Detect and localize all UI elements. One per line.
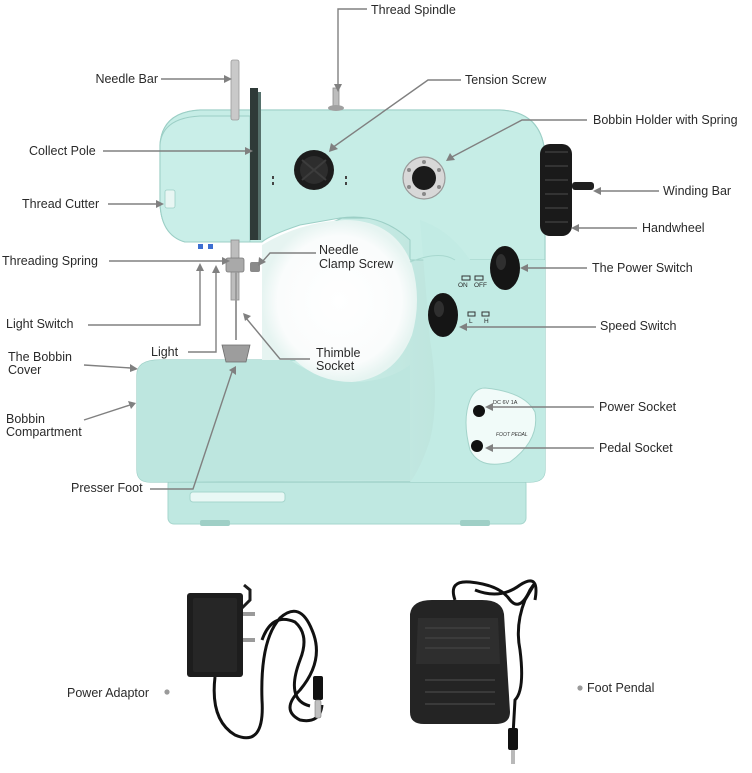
label-bobbin-compartment-line1: Bobbin [6,412,45,426]
label-power-adaptor: Power Adaptor [67,686,149,700]
thread-spindle [328,87,344,111]
foot-pedal-marking: FOOT PEDAL [496,432,528,438]
needle-assembly [198,59,260,363]
label-light: Light [151,345,179,359]
high-speed-marking: H [484,318,489,325]
label-winding-bar: Winding Bar [663,184,732,198]
label-bobbin-holder: Bobbin Holder with Spring [593,113,738,127]
label-collect-pole: Collect Pole [29,144,96,158]
dc-rating-marking: DC 6V 1A [493,400,518,406]
label-presser-foot: Presser Foot [71,481,143,495]
tension-knob [294,150,334,190]
label-threading-spring: Threading Spring [2,254,98,268]
handwheel [540,144,594,236]
power-switch-knob [490,246,520,290]
off-marking: OFF [474,282,487,289]
label-thimble-socket-line2: Socket [316,359,355,373]
machine-body [136,88,546,526]
label-power-switch: The Power Switch [592,261,693,275]
low-speed-marking: L [469,318,473,325]
on-marking: ON [458,282,468,289]
label-bobbin-cover-line2: Cover [8,363,42,377]
foot-pedal-image [410,579,538,764]
label-tension-screw: Tension Screw [465,73,547,87]
label-handwheel: Handwheel [642,221,705,235]
label-needle-clamp-screw-line1: Needle [319,243,359,257]
label-power-socket: Power Socket [599,400,677,414]
foot-pendal-bullet [577,685,583,691]
label-bobbin-compartment-line2: Compartment [6,425,82,439]
label-needle-clamp-screw-line2: Clamp Screw [319,257,394,271]
label-light-switch: Light Switch [6,317,74,331]
label-needle-bar: Needle Bar [95,72,158,86]
label-thread-cutter: Thread Cutter [22,197,100,211]
label-bobbin-cover-line1: The Bobbin [8,350,72,364]
power-adaptor-bullet [164,689,170,695]
label-foot-pendal: Foot Pendal [587,681,655,695]
speed-switch-knob [428,293,458,337]
leader-lines [83,8,659,490]
power-adaptor-image [187,583,324,740]
label-speed-switch: Speed Switch [600,319,677,333]
label-thimble-socket-line1: Thimble [316,346,361,360]
bobbin-holder [402,156,446,200]
label-pedal-socket: Pedal Socket [599,441,673,455]
label-thread-spindle: Thread Spindle [371,3,456,17]
